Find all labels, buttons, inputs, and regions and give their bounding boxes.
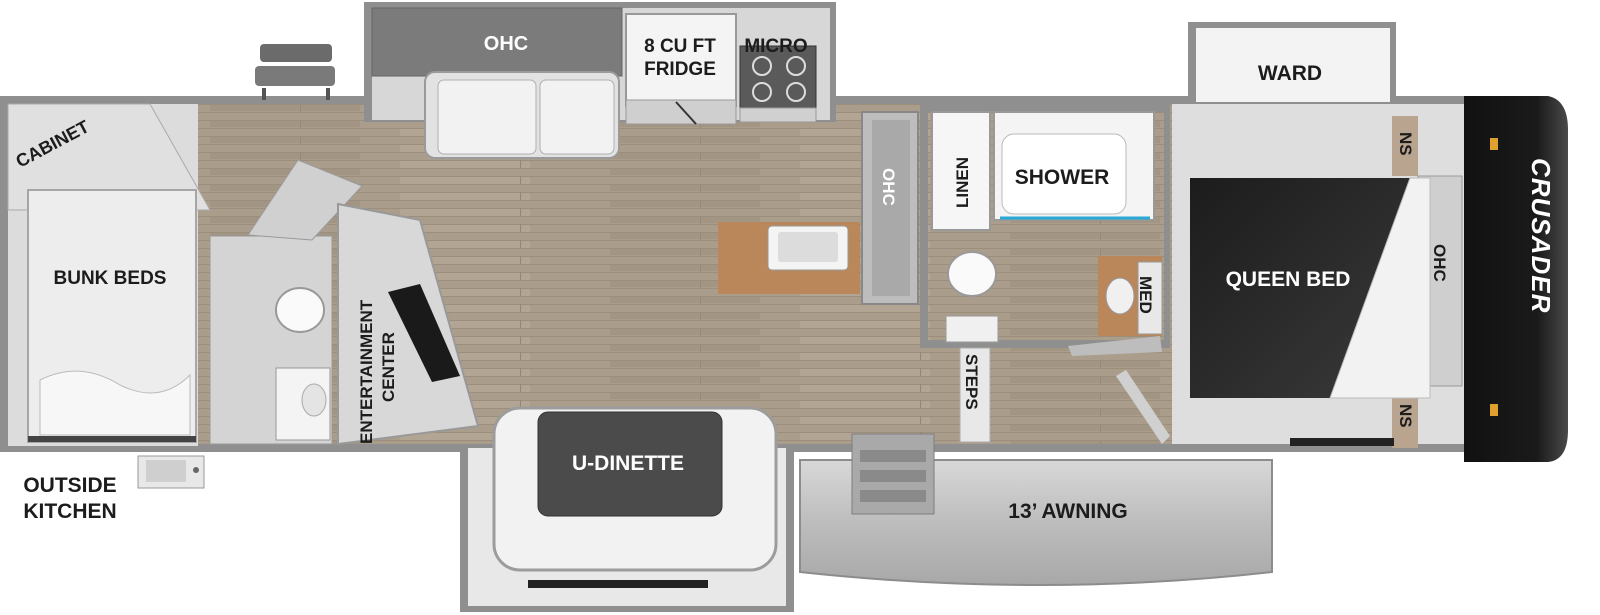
label-u-dinette: U-DINETTE bbox=[572, 452, 684, 475]
label-micro: MICRO bbox=[744, 36, 807, 57]
front-cap bbox=[1464, 96, 1568, 462]
stove bbox=[739, 45, 817, 123]
brand-logo: CRUSADER bbox=[1526, 158, 1556, 313]
label-entertainment-2: CENTER bbox=[379, 332, 398, 402]
burner-icon bbox=[752, 82, 772, 102]
bunk-room bbox=[7, 103, 211, 446]
fridge-cabinet bbox=[625, 13, 737, 125]
label-outside-kitchen-1: OUTSIDE bbox=[23, 474, 116, 497]
label-fridge-1: 8 CU FT bbox=[644, 36, 716, 57]
sink-icon bbox=[1105, 277, 1135, 315]
entry-steps bbox=[959, 347, 1170, 444]
knob-icon bbox=[193, 467, 199, 473]
label-ns-bottom: NS bbox=[1396, 404, 1415, 428]
label-ward: WARD bbox=[1258, 62, 1322, 85]
label-awning: 13’ AWNING bbox=[1008, 500, 1127, 523]
label-steps: STEPS bbox=[962, 354, 981, 410]
label-queen-bed: QUEEN BED bbox=[1226, 268, 1351, 291]
label-bunk-beds: BUNK BEDS bbox=[54, 268, 167, 289]
burner-icon bbox=[752, 56, 772, 76]
sofa bbox=[424, 71, 620, 159]
label-outside-kitchen-2: KITCHEN bbox=[23, 500, 116, 523]
label-shower: SHOWER bbox=[1015, 166, 1110, 189]
label-linen: LINEN bbox=[953, 157, 972, 208]
step-chair bbox=[255, 44, 335, 100]
label-ohc-front: OHC bbox=[1430, 244, 1449, 282]
island-ohc bbox=[861, 111, 919, 305]
entertainment-center bbox=[337, 202, 480, 446]
mid-bath bbox=[920, 104, 1170, 356]
dinette-slide bbox=[460, 406, 794, 612]
label-med: MED bbox=[1136, 276, 1155, 314]
awning bbox=[799, 433, 1273, 586]
label-ohc-top: OHC bbox=[484, 33, 528, 55]
burner-icon bbox=[786, 82, 806, 102]
label-entertainment-1: ENTERTAINMENT bbox=[357, 299, 376, 444]
toilet-icon bbox=[275, 287, 325, 333]
kitchen-island bbox=[718, 222, 860, 294]
sink-icon bbox=[301, 383, 327, 417]
rear-bath bbox=[209, 159, 363, 445]
burner-icon bbox=[786, 56, 806, 76]
label-fridge-2: FRIDGE bbox=[644, 59, 716, 80]
label-ohc-island: OHC bbox=[879, 168, 898, 206]
toilet-icon bbox=[947, 251, 997, 297]
outside-kitchen-grill bbox=[137, 455, 205, 489]
label-ns-top: NS bbox=[1396, 132, 1415, 156]
front-bedroom bbox=[1172, 22, 1464, 448]
